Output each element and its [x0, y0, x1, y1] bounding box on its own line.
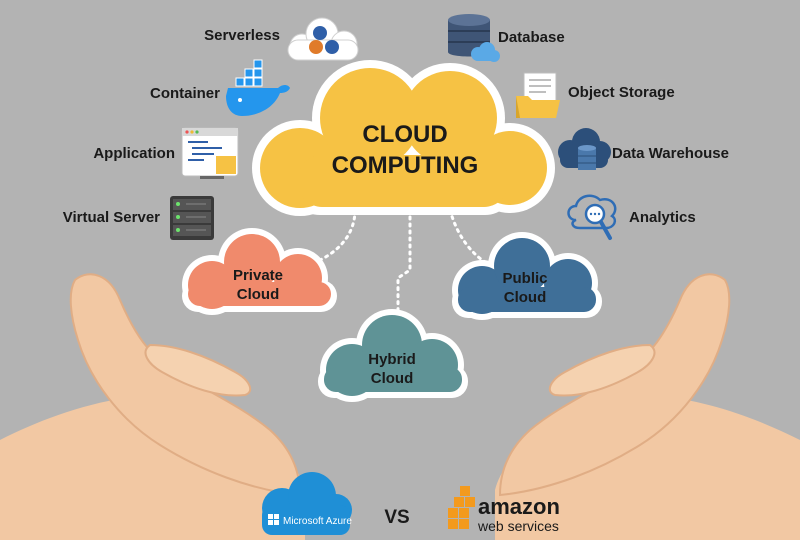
public-cloud-line1: Public — [502, 270, 547, 287]
docker-whale-icon — [226, 59, 290, 116]
left-hand-illustration — [0, 273, 305, 540]
center-title-line1: CLOUD — [362, 121, 447, 148]
label-analytics: Analytics — [629, 209, 696, 226]
private-cloud-line2: Cloud — [237, 286, 280, 303]
hybrid-cloud-line1: Hybrid — [368, 351, 416, 368]
label-serverless: Serverless — [204, 27, 280, 44]
hybrid-cloud-line2: Cloud — [371, 370, 414, 387]
public-cloud-line2: Cloud — [504, 289, 547, 306]
aws-logo-amazon: amazon — [478, 494, 560, 519]
right-hand-illustration — [495, 273, 800, 540]
server-rack-icon — [170, 196, 214, 240]
code-window-icon — [181, 127, 239, 179]
center-title-line2: COMPUTING — [332, 152, 479, 179]
hybrid-cloud: Hybrid Cloud — [318, 309, 468, 402]
database-cylinder-icon — [448, 14, 500, 62]
label-data-warehouse: Data Warehouse — [612, 145, 729, 162]
label-application: Application — [93, 145, 175, 162]
label-virtual-server: Virtual Server — [62, 209, 160, 226]
public-cloud: Public Cloud — [452, 232, 602, 320]
folder-document-icon — [516, 72, 560, 118]
magnifier-cloud-icon — [567, 194, 617, 240]
serverless-cloud-icon — [287, 17, 359, 61]
aws-logo: amazon web services — [448, 486, 560, 534]
central-cloud: CLOUD COMPUTING — [252, 60, 555, 216]
private-cloud-line1: Private — [233, 267, 283, 284]
vs-label: VS — [384, 507, 409, 528]
azure-logo-text: Microsoft Azure — [283, 516, 352, 527]
label-database: Database — [498, 29, 565, 46]
private-cloud: Private Cloud — [182, 228, 337, 315]
label-object-storage: Object Storage — [568, 84, 675, 101]
warehouse-cloud-icon — [558, 128, 611, 170]
aws-logo-webservices: web services — [477, 518, 559, 534]
label-container: Container — [149, 85, 220, 102]
microsoft-azure-logo: Microsoft Azure — [262, 472, 352, 535]
